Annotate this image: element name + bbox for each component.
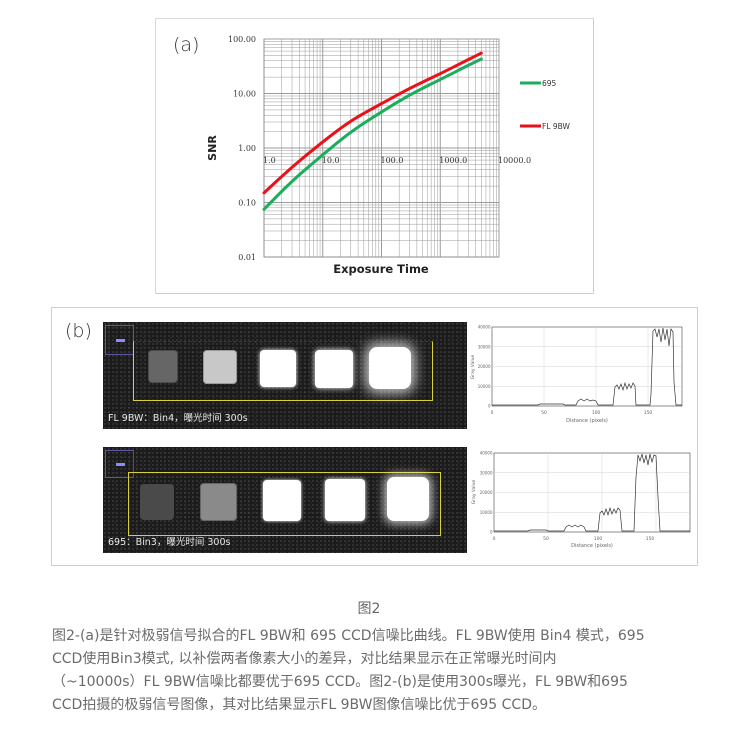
panel-b-label: (b)	[65, 320, 92, 342]
svg-text:100.00: 100.00	[228, 35, 256, 44]
svg-text:10.00: 10.00	[233, 90, 256, 99]
target-square-2	[200, 483, 237, 521]
target-square-1	[140, 484, 174, 520]
svg-text:Distance (pixels): Distance (pixels)	[566, 418, 608, 424]
target-square-1	[148, 350, 178, 383]
panel-b-image-comparison: (b) FL 9BW：Bin4，曝光时间 300s 40000 30000 2000…	[51, 307, 698, 566]
fl9bw-image-caption: FL 9BW：Bin4，曝光时间 300s	[108, 413, 248, 424]
svg-text:0: 0	[491, 410, 494, 416]
ccd695-image: 695：Bin3，曝光时间 300s	[103, 447, 467, 553]
svg-text:10000.0: 10000.0	[498, 156, 531, 165]
svg-text:100: 100	[594, 536, 603, 542]
x-axis-label: Exposure Time	[333, 262, 429, 276]
y-axis-tick-labels: 100.00 10.00 1.00 0.10 0.01	[228, 35, 256, 262]
y-axis-label: SNR	[206, 135, 219, 161]
svg-text:10.0: 10.0	[322, 156, 340, 165]
scale-box	[105, 325, 134, 355]
svg-text:30000: 30000	[478, 344, 491, 349]
target-square-5	[387, 477, 429, 521]
svg-text:0: 0	[493, 536, 496, 542]
svg-text:1000.0: 1000.0	[439, 156, 467, 165]
series-695-line	[262, 57, 483, 211]
target-square-4	[315, 350, 353, 388]
svg-text:0.10: 0.10	[238, 199, 256, 208]
legend-label-695: 695	[542, 79, 557, 88]
ccd695-intensity-profile: 40000 30000 20000 10000 0 0 50 100 150 Gray Val…	[468, 447, 693, 553]
legend-label-fl9bw: FL 9BW	[542, 122, 571, 131]
caption-line: （~10000s）FL 9BW信噪比都要优于695 CCD。图2-(b)是使用3…	[52, 674, 628, 690]
profile-plot: 40000 30000 20000 10000 0 0 50 100 150 Gray Val…	[470, 325, 683, 424]
svg-text:Gray Value: Gray Value	[471, 479, 477, 504]
fl9bw-image: FL 9BW：Bin4，曝光时间 300s	[103, 322, 467, 429]
target-square-2	[203, 350, 237, 384]
svg-text:10000: 10000	[480, 510, 493, 515]
svg-text:1.00: 1.00	[238, 144, 256, 153]
svg-text:50: 50	[541, 410, 547, 416]
x-axis-tick-labels: 1.0 10.0 100.0 1000.0 10000.0	[263, 156, 531, 165]
roi-rectangle[interactable]	[128, 472, 441, 536]
svg-text:20000: 20000	[478, 364, 491, 369]
svg-text:100.0: 100.0	[381, 156, 404, 165]
figure-caption: 图2-(a)是针对极弱信号拟合的FL 9BW和 695 CCD信噪比曲线。FL …	[52, 625, 712, 717]
series-fl9bw-line	[262, 51, 483, 195]
profile-plot: 40000 30000 20000 10000 0 0 50 100 150 Gray Val…	[471, 451, 691, 549]
svg-text:40000: 40000	[480, 451, 493, 456]
roi-rectangle[interactable]	[133, 341, 433, 401]
svg-text:150: 150	[644, 410, 653, 416]
svg-text:0: 0	[490, 530, 493, 535]
svg-text:20000: 20000	[480, 490, 493, 495]
svg-text:50: 50	[543, 536, 549, 542]
caption-line: CCD使用Bin3模式, 以补偿两者像素大小的差异，对比结果显示在正常曝光时间内	[52, 651, 557, 667]
snr-line-chart: 100.00 10.00 1.00 0.10 0.01 1.0 10.0 100.0 1000…	[206, 35, 571, 276]
legend: 695 FL 9BW	[520, 79, 571, 131]
svg-text:150: 150	[646, 536, 655, 542]
panel-a-label: (a)	[173, 34, 200, 56]
figure-title: 图2	[357, 601, 381, 617]
fl9bw-intensity-profile: 40000 30000 20000 10000 0 0 50 100 150 Gray Val…	[468, 322, 688, 429]
scale-box	[105, 450, 134, 478]
svg-text:40000: 40000	[478, 325, 491, 330]
svg-text:0.01: 0.01	[238, 253, 256, 262]
svg-text:1.0: 1.0	[263, 156, 276, 165]
target-square-5	[369, 347, 411, 389]
svg-text:10000: 10000	[478, 384, 491, 389]
svg-text:0: 0	[488, 404, 491, 409]
chart-gridlines	[263, 39, 499, 258]
target-square-3	[263, 480, 301, 521]
target-square-3	[260, 350, 296, 387]
ccd695-image-caption: 695：Bin3，曝光时间 300s	[108, 537, 231, 548]
caption-line: CCD拍摄的极弱信号图像，其对比结果显示FL 9BW图像信噪比优于695 CCD…	[52, 697, 546, 713]
svg-text:Distance (pixels): Distance (pixels)	[571, 543, 613, 549]
caption-line: 图2-(a)是针对极弱信号拟合的FL 9BW和 695 CCD信噪比曲线。FL …	[52, 628, 645, 644]
target-square-4	[325, 479, 365, 521]
svg-text:Gray Value: Gray Value	[470, 354, 476, 379]
svg-text:100: 100	[592, 410, 601, 416]
svg-text:30000: 30000	[480, 470, 493, 475]
